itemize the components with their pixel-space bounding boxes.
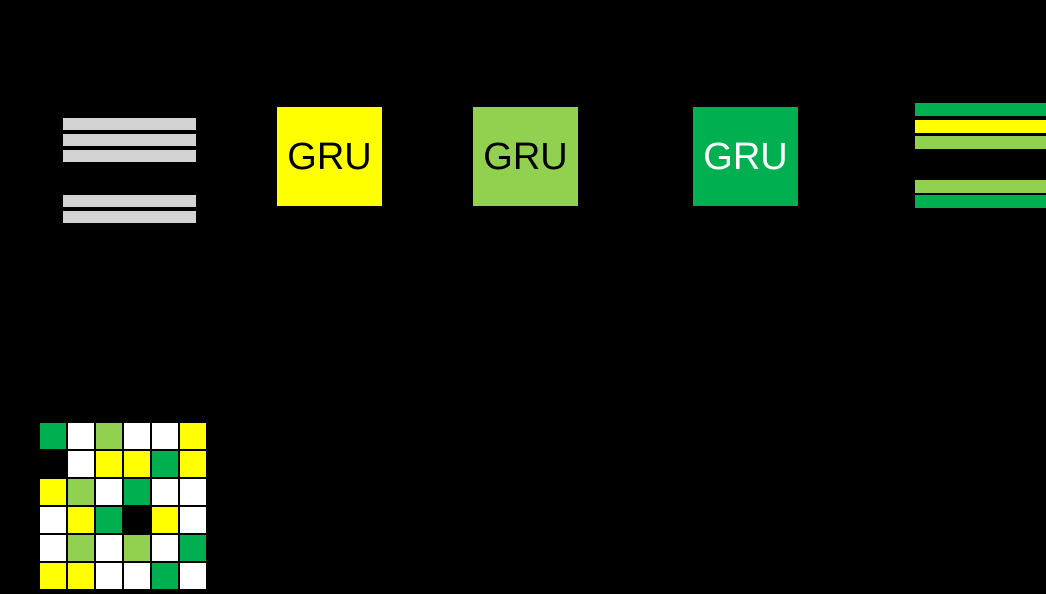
gru-block-1-label: GRU	[287, 135, 372, 178]
input-bar-5	[63, 211, 196, 223]
matrix-cell-r3-c2	[68, 479, 94, 505]
output-stripe-4	[915, 180, 1046, 193]
matrix-cell-r3-c6	[180, 479, 206, 505]
matrix-cell-r2-c5	[152, 451, 178, 477]
matrix-cell-r4-c4	[124, 507, 150, 533]
matrix-cell-r6-c5	[152, 563, 178, 589]
output-stripe-3	[915, 136, 1046, 149]
matrix-cell-r2-c1	[40, 451, 66, 477]
matrix-cell-r2-c3	[96, 451, 122, 477]
matrix-cell-r1-c6	[180, 423, 206, 449]
matrix-cell-r4-c5	[152, 507, 178, 533]
matrix-cell-r1-c5	[152, 423, 178, 449]
matrix-cell-r6-c6	[180, 563, 206, 589]
gru-block-3: GRU	[693, 107, 798, 206]
matrix-cell-r5-c5	[152, 535, 178, 561]
input-bar-1	[63, 118, 196, 130]
input-bar-3	[63, 150, 196, 162]
matrix-cell-r5-c3	[96, 535, 122, 561]
matrix-cell-r5-c4	[124, 535, 150, 561]
matrix-cell-r2-c4	[124, 451, 150, 477]
matrix-cell-r2-c2	[68, 451, 94, 477]
matrix-cell-r4-c2	[68, 507, 94, 533]
matrix-cell-r2-c6	[180, 451, 206, 477]
matrix-cell-r6-c2	[68, 563, 94, 589]
matrix-cell-r3-c3	[96, 479, 122, 505]
matrix-cell-r6-c4	[124, 563, 150, 589]
gru-block-2-label: GRU	[483, 135, 568, 178]
input-bar-2	[63, 134, 196, 146]
matrix-cell-r6-c1	[40, 563, 66, 589]
matrix-cell-r1-c3	[96, 423, 122, 449]
matrix-cell-r4-c6	[180, 507, 206, 533]
matrix-cell-r4-c1	[40, 507, 66, 533]
matrix-cell-r1-c2	[68, 423, 94, 449]
matrix-cell-r1-c4	[124, 423, 150, 449]
matrix-cell-r3-c4	[124, 479, 150, 505]
matrix-cell-r3-c5	[152, 479, 178, 505]
input-bar-4	[63, 195, 196, 207]
matrix-cell-r5-c2	[68, 535, 94, 561]
matrix-cell-r5-c1	[40, 535, 66, 561]
output-stripe-5	[915, 195, 1046, 208]
matrix-cell-r6-c3	[96, 563, 122, 589]
gru-block-2: GRU	[473, 107, 578, 206]
output-stripe-2	[915, 120, 1046, 133]
matrix-cell-r5-c6	[180, 535, 206, 561]
gru-block-3-label: GRU	[703, 135, 788, 178]
matrix-cell-r3-c1	[40, 479, 66, 505]
output-stripe-1	[915, 103, 1046, 116]
gru-block-1: GRU	[277, 107, 382, 206]
matrix-cell-r1-c1	[40, 423, 66, 449]
matrix-cell-r4-c3	[96, 507, 122, 533]
